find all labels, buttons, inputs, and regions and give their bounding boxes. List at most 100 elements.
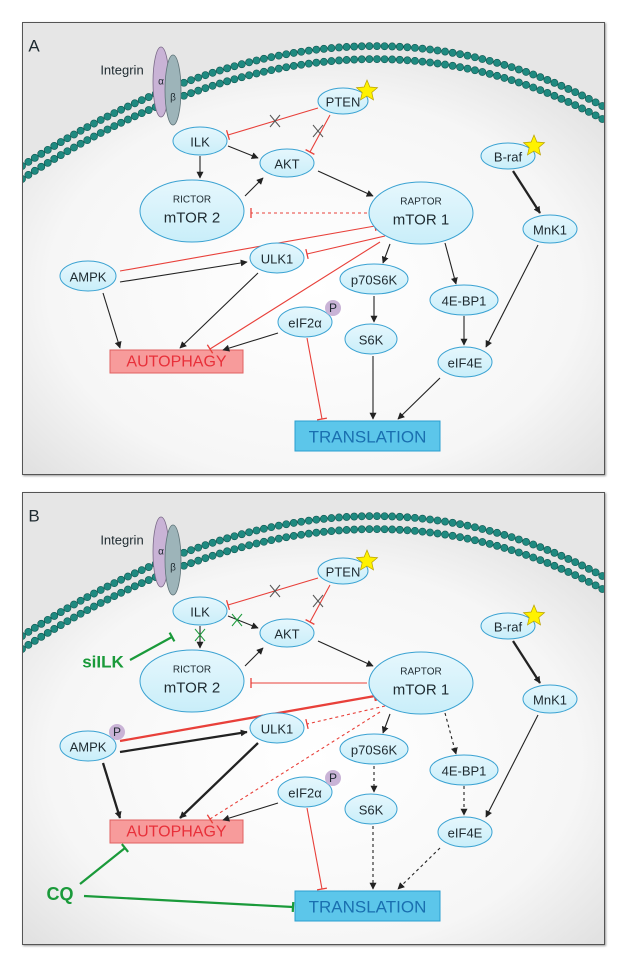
lipid-head	[96, 116, 105, 124]
translation-label: TRANSLATION	[309, 898, 427, 917]
edge-line	[119, 259, 248, 283]
lipid-head	[441, 47, 449, 56]
lipid-head	[63, 617, 72, 626]
lipid-head	[30, 166, 39, 175]
lipid-head	[76, 596, 85, 605]
node-ellipse	[317, 87, 369, 115]
edge-line	[101, 762, 122, 819]
edge-line	[381, 243, 391, 264]
node-eif4e: eIF4E	[437, 816, 493, 848]
lipid-head	[110, 122, 119, 131]
lipid-head	[433, 529, 442, 538]
lipid-head	[187, 546, 195, 555]
edge-line	[119, 694, 376, 743]
inhibition-bar	[121, 843, 129, 853]
node-label: 4E-BP1	[442, 294, 487, 309]
lipid-head	[289, 62, 298, 70]
lipid-head	[187, 89, 195, 98]
lipid-head	[500, 531, 509, 539]
lipid-head	[223, 534, 232, 543]
lipid-head	[83, 593, 92, 602]
lipid-head	[578, 91, 586, 100]
edge-ulk1-to-autophagy	[179, 742, 259, 819]
lipid-head	[223, 64, 232, 73]
lipid-head	[365, 42, 374, 51]
lipid-head	[56, 151, 65, 159]
lipid-head	[485, 56, 494, 65]
edge-ampk-to-autophagy	[102, 292, 122, 349]
lipid-head	[230, 62, 239, 71]
lipid-head	[536, 556, 545, 565]
edge-braf-to-mnk1	[512, 640, 541, 684]
edge-line	[227, 615, 259, 629]
lipid-head	[96, 599, 105, 607]
lipid-head	[208, 538, 217, 547]
node-pten: PTEN	[317, 79, 379, 115]
node-ellipse	[59, 730, 117, 762]
lipid-head	[471, 66, 479, 75]
lipid-head	[90, 602, 98, 611]
membrane-leaflet-outer	[23, 42, 604, 170]
block-x-mark	[312, 594, 324, 608]
lipid-head	[43, 615, 52, 624]
lipid-head	[403, 43, 412, 52]
lipid-head	[591, 98, 600, 107]
node-label: AMPK	[70, 270, 107, 285]
edge-pten-to-akt	[305, 114, 331, 155]
lipid-head	[478, 68, 487, 76]
lipid-head	[110, 579, 119, 588]
edge-ampk-to-autophagy	[101, 762, 122, 819]
lipid-head	[30, 636, 39, 645]
integrin-beta	[164, 524, 182, 596]
lipid-head	[267, 66, 276, 75]
lipid-head	[282, 63, 291, 72]
lipid-head	[365, 55, 374, 64]
lipid-head	[578, 574, 586, 583]
edge-ampk-to-ulk1	[119, 729, 248, 754]
lipid-head	[380, 42, 389, 51]
edge-eif4e-to-translation	[397, 847, 441, 890]
lipid-head	[456, 63, 464, 72]
lipid-head	[536, 73, 545, 82]
lipid-head	[584, 577, 593, 586]
edge-mnk1-to-eif4e	[485, 714, 539, 818]
lipid-head	[543, 76, 552, 84]
lipid-head	[215, 549, 224, 558]
lipid-head	[598, 572, 604, 580]
lipid-head	[463, 534, 472, 543]
lipid-head	[350, 512, 359, 521]
lipid-head	[550, 548, 559, 557]
inhibition-bar	[225, 600, 231, 610]
node-braf: B-raf	[480, 134, 546, 170]
lipid-head	[304, 59, 313, 68]
lipid-head	[90, 119, 98, 128]
lipid-head	[103, 582, 112, 591]
node-label: eIF2α	[288, 316, 322, 331]
lipid-head	[388, 55, 397, 64]
lipid-head	[550, 561, 559, 570]
lipid-head	[522, 81, 530, 89]
lipid-head	[252, 69, 261, 78]
lipid-head	[514, 65, 523, 74]
lipid-head	[274, 534, 283, 543]
edge-mtor1-to-ulk1	[305, 235, 386, 260]
node-pten: PTEN	[317, 549, 379, 585]
node-ilk: ILK	[172, 126, 228, 156]
lipid-head	[180, 78, 188, 87]
lipid-head	[37, 149, 46, 158]
lipid-head	[201, 554, 210, 563]
node-sublabel: RAPTOR	[400, 197, 442, 208]
lipid-head	[342, 56, 351, 64]
node-ellipse	[339, 263, 409, 295]
lipid-head	[456, 533, 464, 542]
lipid-head	[441, 517, 449, 526]
lipid-head	[144, 576, 153, 584]
lipid-head	[215, 79, 224, 88]
lipid-head	[507, 76, 516, 85]
lipid-head	[312, 515, 321, 524]
node-ellipse	[522, 684, 578, 714]
lipid-head	[564, 85, 573, 93]
lipid-head	[350, 525, 359, 534]
